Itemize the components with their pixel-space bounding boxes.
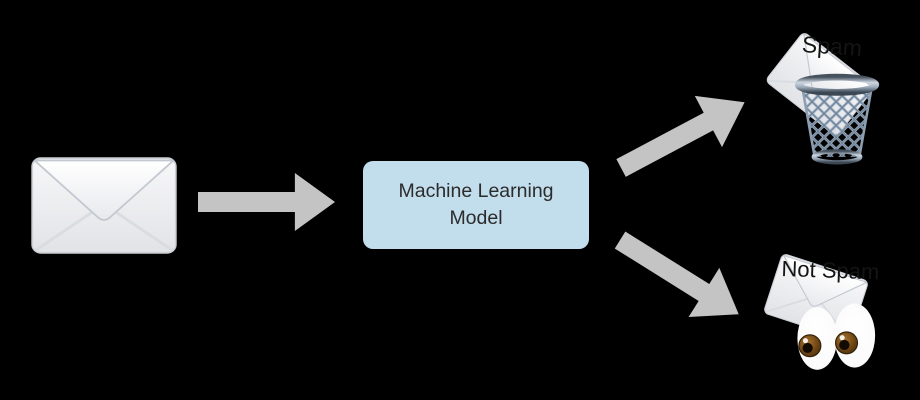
- wastebasket-icon: [794, 72, 880, 167]
- model-label-line1: Machine Learning: [398, 180, 554, 202]
- arrow-model-to-not-spam-icon: [604, 215, 755, 340]
- not-spam-label: Not Spam: [781, 256, 880, 285]
- arrow-input-to-model-icon: [198, 172, 335, 232]
- arrow-model-to-spam-icon: [607, 76, 759, 195]
- incoming-email-envelope-icon: [31, 157, 177, 254]
- spam-label: Spam: [801, 31, 863, 62]
- eyes-icon: [793, 302, 881, 372]
- model-label-line2: Model: [449, 207, 503, 229]
- machine-learning-model-node: Machine Learning Model: [363, 161, 589, 249]
